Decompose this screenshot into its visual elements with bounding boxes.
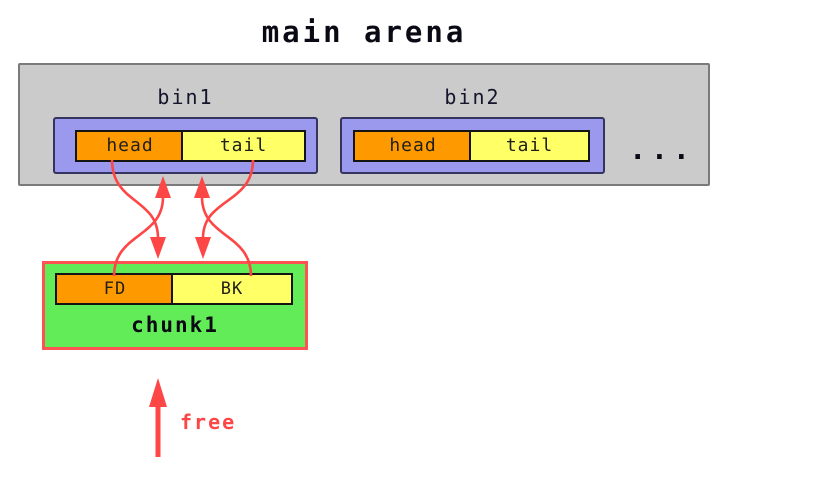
bin1-label: bin1 xyxy=(157,85,214,109)
bin2-label: bin2 xyxy=(444,85,501,109)
chunk1-label: chunk1 xyxy=(131,313,219,337)
arrowhead-down-right-icon xyxy=(195,237,211,259)
bin1-box: head tail xyxy=(53,117,318,174)
arrowhead-down-left-icon xyxy=(150,237,166,259)
chunk-fd-cell: FD xyxy=(55,273,175,305)
chunk-bk-cell: BK xyxy=(171,273,293,305)
more-bins-ellipsis: ... xyxy=(629,133,695,166)
bin2-head-cell: head xyxy=(353,130,473,162)
free-label: free xyxy=(180,410,237,434)
bin1-head-cell: head xyxy=(75,130,185,162)
bin1-tail-cell: tail xyxy=(181,130,306,162)
bin2-tail-cell: tail xyxy=(469,130,590,162)
diagram-title: main arena xyxy=(261,15,467,49)
bin2-box: head tail xyxy=(340,117,605,174)
free-arrowhead-icon xyxy=(149,378,167,407)
chunk1-box: FD BK chunk1 xyxy=(42,261,308,350)
